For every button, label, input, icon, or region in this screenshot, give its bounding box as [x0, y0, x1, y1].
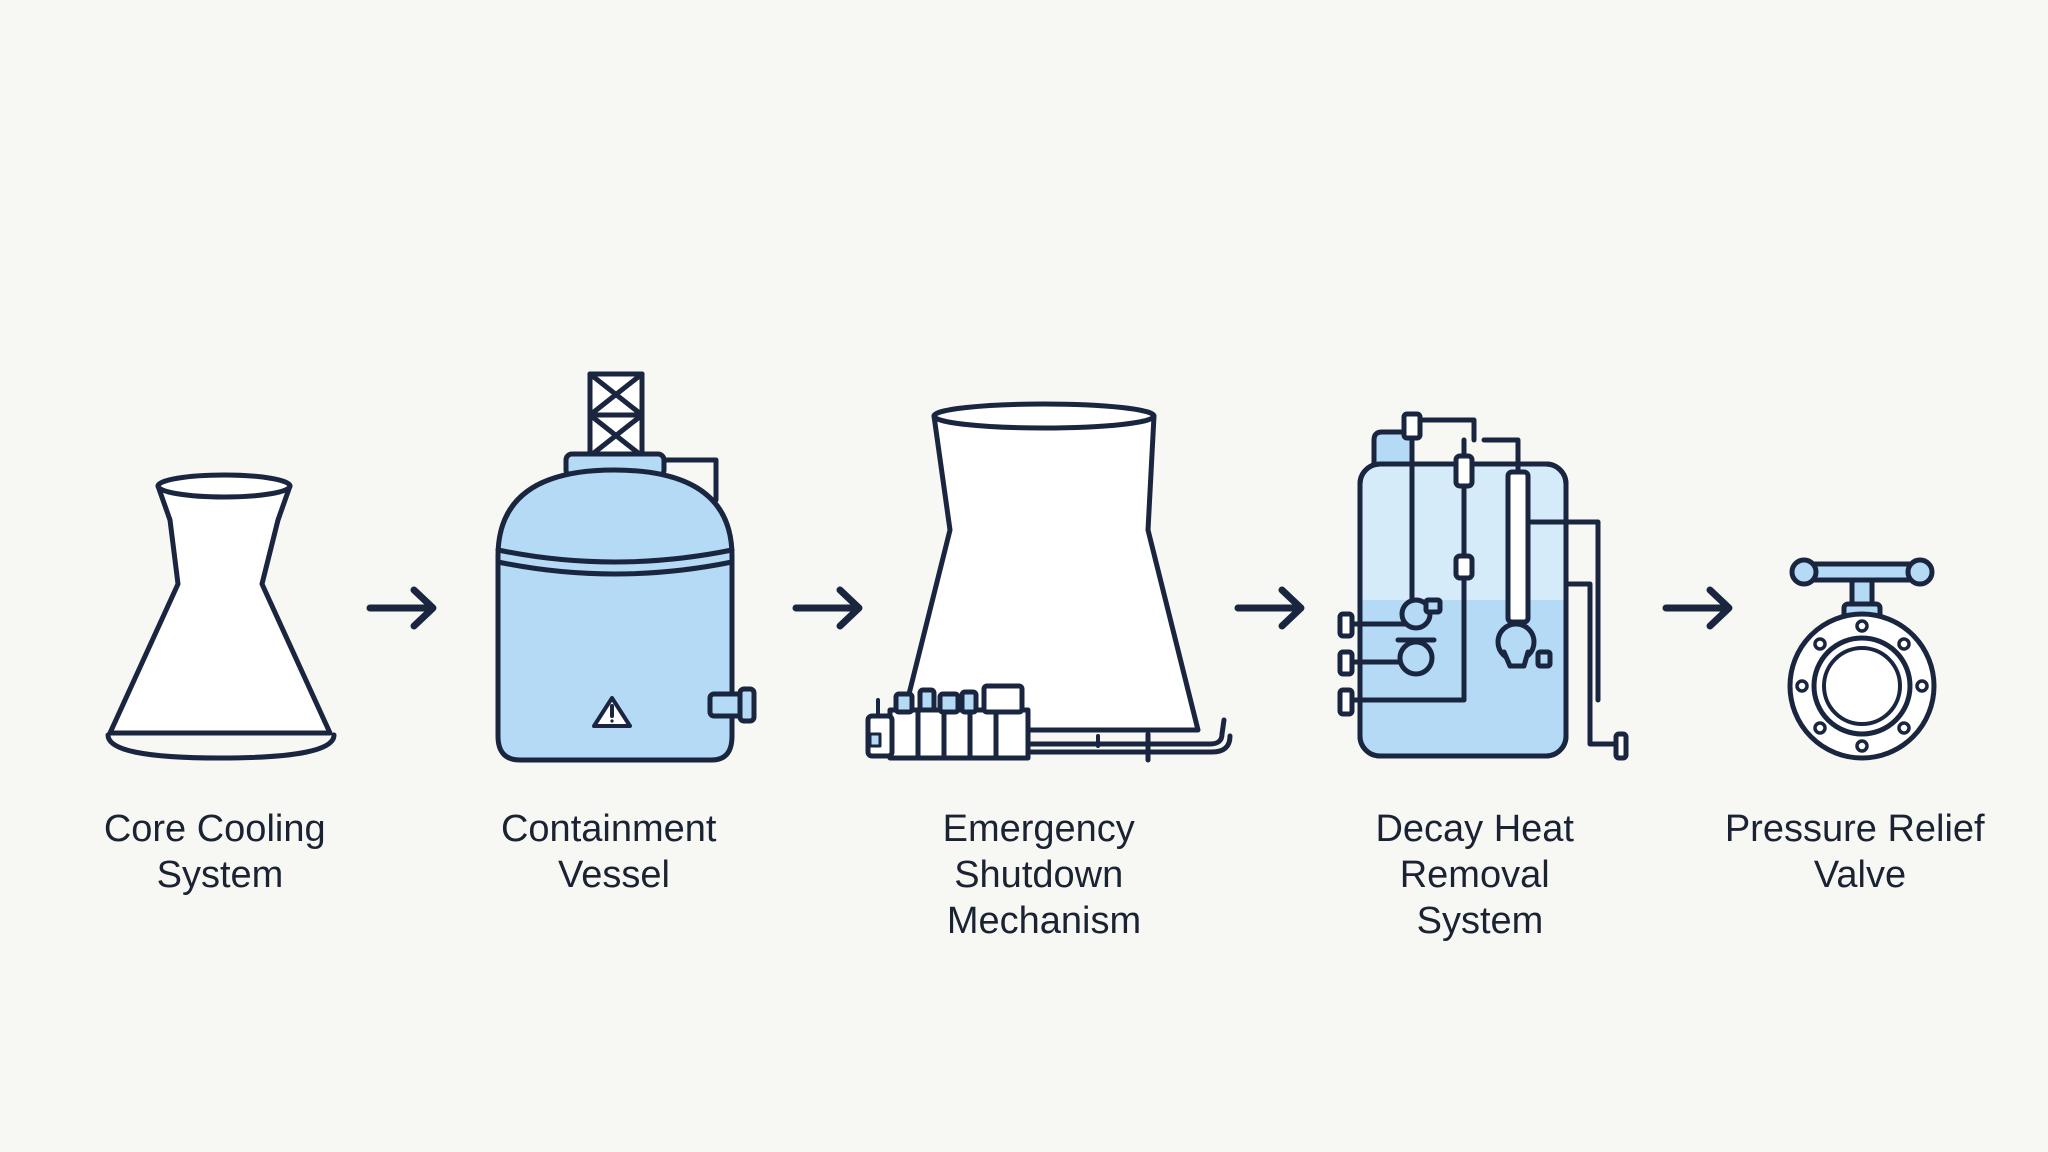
- step-emergency: Emergency Shutdown Mechanism: [865, 401, 1233, 942]
- step-label: Decay Heat Removal System: [1375, 808, 1584, 942]
- step-label: Pressure Relief Valve: [1725, 808, 1995, 896]
- cooling-tower-icon: [105, 472, 337, 761]
- arrow-right-icon: [366, 586, 437, 630]
- step-decay-heat: Decay Heat Removal System: [1337, 411, 1629, 942]
- arrow-right-icon: [1234, 586, 1305, 630]
- step-containment: Containment Vessel: [495, 371, 757, 896]
- shutdown-tower-icon: [865, 401, 1233, 763]
- decay-heat-tank-icon: [1337, 411, 1629, 761]
- step-pressure: Pressure Relief Valve: [1725, 557, 1995, 896]
- step-core-cooling: Core Cooling System: [104, 472, 337, 896]
- step-label: Emergency Shutdown Mechanism: [943, 808, 1146, 942]
- arrow-right-icon: [1662, 586, 1733, 630]
- flow-arrow: [1662, 586, 1733, 630]
- arrow-right-icon: [792, 586, 863, 630]
- flow-arrow: [792, 586, 863, 630]
- pressure-valve-icon: [1787, 557, 1937, 761]
- flow-arrow: [1234, 586, 1305, 630]
- step-label: Containment Vessel: [501, 808, 727, 896]
- step-label: Core Cooling System: [104, 808, 336, 896]
- flow-arrow: [366, 586, 437, 630]
- containment-vessel-icon: [495, 371, 757, 763]
